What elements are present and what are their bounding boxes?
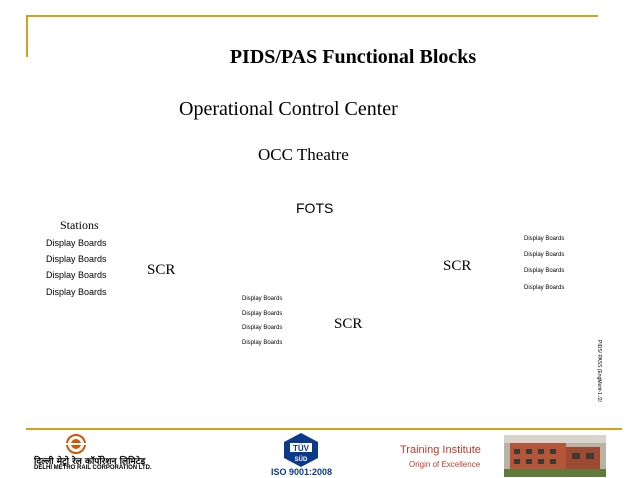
training-institute-label: Training Institute (400, 444, 481, 456)
iso-certification: ISO 9001:2008 (271, 467, 333, 477)
dmrc-english-name: DELHI METRO RAIL CORPORATION LTD. (34, 465, 152, 471)
frame-bottom-line (26, 428, 622, 430)
frame-top-line (26, 15, 598, 17)
display-boards-right-3: Display Boards (524, 268, 565, 274)
display-boards-right-1: Display Boards (524, 236, 565, 242)
display-boards-left-2: Display Boards (46, 254, 107, 264)
slide-title: PIDS/PAS Functional Blocks (229, 46, 477, 68)
display-boards-right-2: Display Boards (524, 252, 565, 258)
training-institute-building-photo (504, 435, 606, 477)
display-boards-left-3: Display Boards (46, 270, 107, 280)
display-boards-center-4: Display Boards (242, 340, 283, 346)
scr-center-label: SCR (334, 316, 363, 332)
display-boards-center-1: Display Boards (242, 296, 283, 302)
tuv-logo-text: TÜV (293, 444, 310, 453)
dmrc-logo-icon (66, 434, 86, 454)
display-boards-right-4: Display Boards (524, 285, 565, 291)
display-boards-center-3: Display Boards (242, 325, 283, 331)
dmrc-hindi-name: दिल्ली मेट्रो रेल कॉर्पोरेशन लिमिटेड (34, 457, 146, 467)
fots-label: FOTS (296, 200, 334, 216)
scr-left-label: SCR (147, 262, 176, 278)
origin-of-excellence-label: Origin of Excellence (409, 460, 481, 469)
display-boards-left-1: Display Boards (46, 238, 107, 248)
occ-label: Operational Control Center (179, 98, 398, 120)
tuv-logo-subtext: SÜD (295, 456, 308, 463)
occ-theatre-label: OCC Theatre (258, 145, 349, 164)
stations-label: Stations (60, 218, 99, 232)
frame-left-line (26, 15, 28, 57)
display-boards-left-4: Display Boards (46, 287, 107, 297)
display-boards-center-2: Display Boards (242, 311, 283, 317)
scr-right-label: SCR (443, 258, 472, 274)
side-vertical-text: PIDS/ PASS (EngMeht-1 /2/ (596, 340, 602, 402)
tuv-logo-icon: TÜV SÜD (284, 433, 318, 467)
